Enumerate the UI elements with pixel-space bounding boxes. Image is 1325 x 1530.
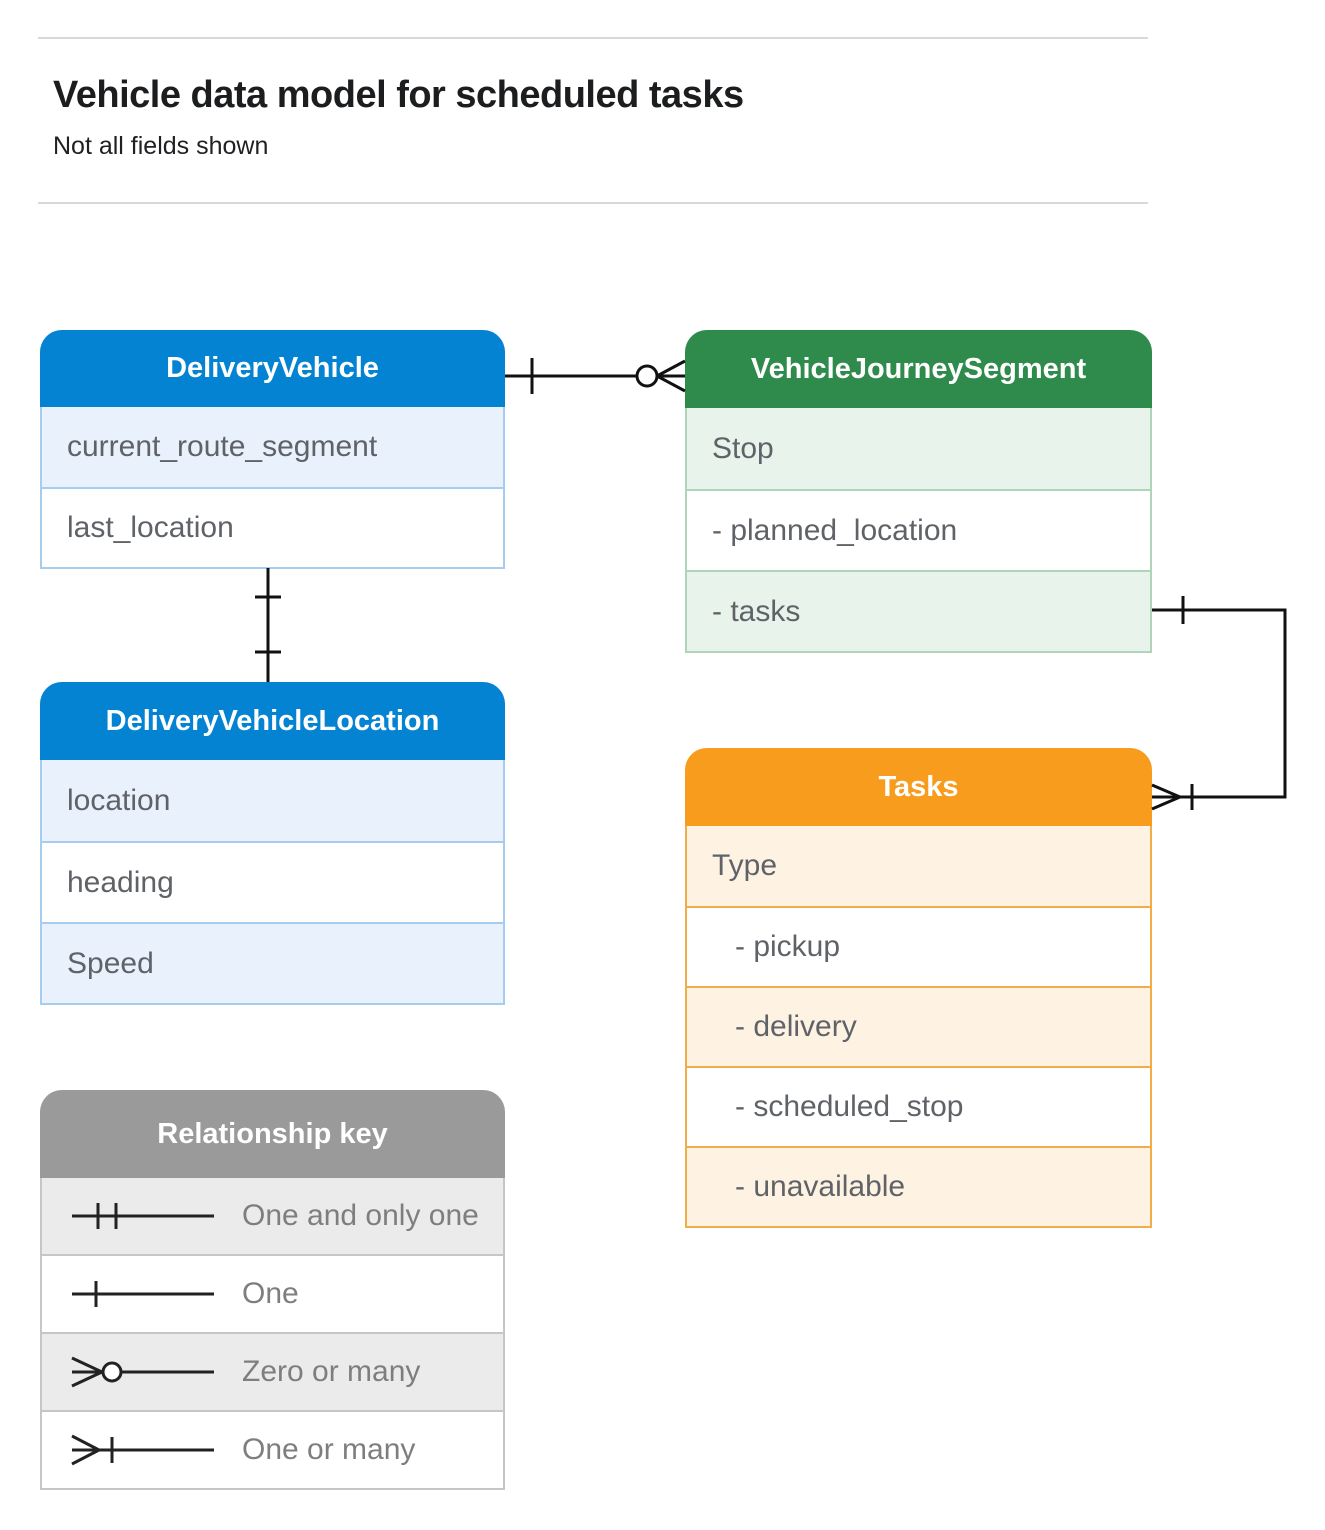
field-row: - planned_location [687, 489, 1150, 570]
field-row: last_location [42, 487, 503, 567]
legend-row: One [42, 1254, 503, 1332]
legend-row: One and only one [42, 1178, 503, 1254]
entity-title: DeliveryVehicleLocation [40, 682, 505, 760]
connector-deliveryvehicle-vehiclejourneysegment [505, 358, 686, 394]
legend-label: Zero or many [242, 1355, 421, 1388]
page-title: Vehicle data model for scheduled tasks [53, 74, 744, 116]
field-row: Type [687, 826, 1150, 906]
legend-title: Relationship key [40, 1090, 505, 1178]
field-row: - scheduled_stop [687, 1066, 1150, 1146]
field-row: heading [42, 841, 503, 922]
field-row: - unavailable [687, 1146, 1150, 1226]
field-row: Speed [42, 922, 503, 1003]
one-icon [72, 1281, 214, 1307]
legend-row: One or many [42, 1410, 503, 1488]
page-subtitle: Not all fields shown [53, 132, 269, 160]
entity-title: VehicleJourneySegment [685, 330, 1152, 408]
legend-label: One [242, 1277, 299, 1310]
relationship-key: Relationship key One and only one One Ze… [40, 1090, 505, 1490]
one-and-only-one-icon [72, 1203, 214, 1229]
field-row: - tasks [687, 570, 1150, 651]
connector-deliveryvehicle-deliveryvehiclelocation [255, 568, 281, 682]
connector-vehiclejourneysegment-tasks [1151, 596, 1287, 811]
entity-tasks: Tasks Type - pickup - delivery - schedul… [685, 748, 1152, 1228]
entity-delivery-vehicle: DeliveryVehicle current_route_segment la… [40, 330, 505, 569]
divider-bottom [38, 202, 1148, 204]
field-row: - pickup [687, 906, 1150, 986]
legend-label: One or many [242, 1433, 416, 1466]
divider-top [38, 37, 1148, 39]
entity-delivery-vehicle-location: DeliveryVehicleLocation location heading… [40, 682, 505, 1005]
one-or-many-icon [71, 1434, 214, 1466]
entity-title: Tasks [685, 748, 1152, 826]
legend-label: One and only one [242, 1199, 479, 1232]
field-row: - delivery [687, 986, 1150, 1066]
legend-row: Zero or many [42, 1332, 503, 1410]
field-row: location [42, 760, 503, 841]
zero-or-many-icon [71, 1356, 214, 1388]
entity-vehicle-journey-segment: VehicleJourneySegment Stop - planned_loc… [685, 330, 1152, 653]
field-row: Stop [687, 408, 1150, 489]
field-row: current_route_segment [42, 407, 503, 487]
entity-title: DeliveryVehicle [40, 330, 505, 407]
